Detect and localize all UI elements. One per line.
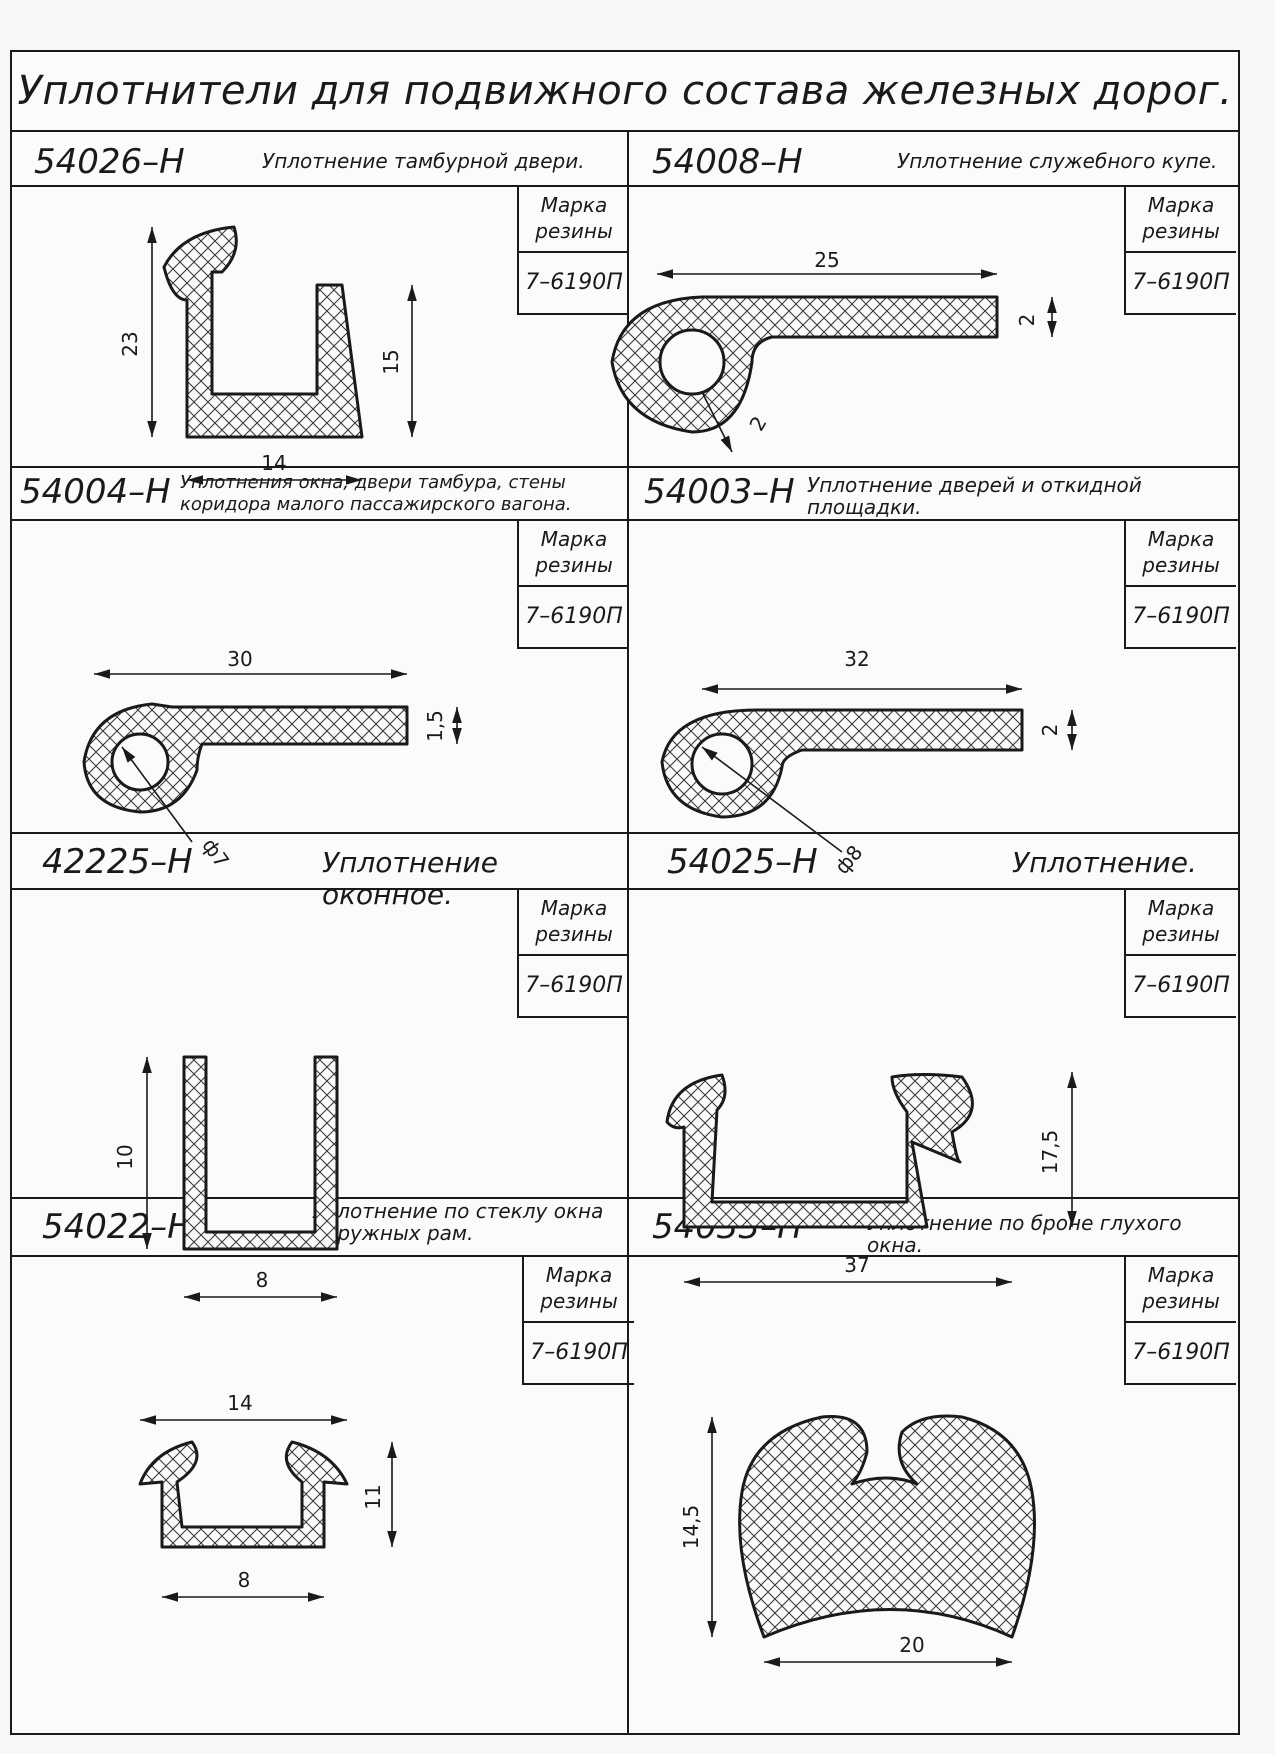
- grade-value: 7–6190П: [525, 973, 623, 998]
- sheet-title: Уплотнители для подвижного состава желез…: [12, 52, 1238, 132]
- dimension-value: 14,5: [679, 1505, 703, 1550]
- dimension-value: 2: [1015, 314, 1039, 327]
- profile-54026: [162, 225, 364, 439]
- dimension-line: [121, 746, 193, 843]
- panel-description: Уплотнение оконное.: [322, 846, 498, 911]
- grade-value: 7–6190П: [1132, 1340, 1230, 1365]
- dimension-value: 8: [256, 1268, 269, 1292]
- dimension-line: [701, 391, 733, 453]
- row-divider: [12, 519, 1238, 521]
- panel-description: Уплотнение служебного купе.: [897, 149, 1218, 173]
- panel-code: 54025–Н: [667, 842, 818, 882]
- grade-value: 7–6190П: [1132, 973, 1230, 998]
- profile-54008: [610, 295, 999, 434]
- profile-54004: [82, 702, 409, 814]
- grade-value: 7–6190П: [525, 270, 623, 295]
- panel-code: 54003–Н: [644, 472, 795, 512]
- dimension-value: 15: [379, 349, 403, 374]
- dimension-value: 11: [361, 1484, 385, 1509]
- dimension-value: 1,5: [423, 710, 447, 742]
- grade-value: 7–6190П: [530, 1340, 628, 1365]
- dimension-value: 37: [844, 1253, 869, 1277]
- row-divider: [12, 1255, 1238, 1257]
- dimension-value: 17,5: [1038, 1130, 1062, 1175]
- dimension-value: ф8: [830, 840, 868, 878]
- dimension-value: 32: [844, 647, 869, 671]
- grade-value: 7–6190П: [525, 604, 623, 629]
- panel-description: Уплотнение тамбурной двери.: [262, 149, 585, 173]
- profile-42225: [182, 1055, 339, 1251]
- dimension-value: 23: [118, 331, 142, 356]
- profile-drawings: 23 15 14 25 2 2 30 1,5 ф7 32 2 ф8 10 8 1…: [82, 225, 1077, 1667]
- dimension-value: 20: [899, 1633, 924, 1657]
- panel-code: 54008–Н: [652, 142, 803, 182]
- dimension-value: 2: [1038, 724, 1062, 737]
- panel-code: 54022–Н: [42, 1207, 193, 1247]
- row-divider: [12, 888, 1238, 890]
- panel-description: Уплотнение.: [1012, 846, 1197, 879]
- grade-value: 7–6190П: [1132, 270, 1230, 295]
- dimension-value: 2: [744, 412, 771, 435]
- panel-description: Уплотнение по стеклу окна наружных рам.: [312, 1199, 604, 1245]
- row-divider: [12, 1197, 1238, 1199]
- drawing-sheet: Уплотнители для подвижного состава желез…: [10, 50, 1240, 1735]
- dimension-value: 14: [261, 451, 286, 475]
- profile-54003: [660, 708, 1024, 819]
- dimension-value: 30: [227, 647, 252, 671]
- panel-code: 42225–Н: [42, 842, 193, 882]
- grade-value: 7–6190П: [1132, 604, 1230, 629]
- profile-54022: [138, 1440, 349, 1549]
- panel-code: 54026–Н: [34, 142, 185, 182]
- panel-description: Уплотнение по броне глухого окна.: [867, 1211, 1182, 1257]
- dimension-value: 8: [238, 1568, 251, 1592]
- panel-code: 54004–Н: [20, 472, 171, 512]
- profile-54025: [665, 1073, 974, 1229]
- dimension-line: [701, 746, 843, 853]
- profile-54033: [738, 1414, 1036, 1639]
- panel-description: Уплотнение дверей и откидной площадки.: [807, 473, 1142, 519]
- dimension-value: 25: [814, 248, 839, 272]
- column-divider: [627, 132, 629, 1735]
- row-divider: [12, 466, 1238, 468]
- dimension-value: ф7: [197, 834, 234, 872]
- row-divider: [12, 832, 1238, 834]
- row-divider: [12, 185, 1238, 187]
- dimension-value: 10: [113, 1144, 137, 1169]
- dimension-value: 14: [227, 1391, 252, 1415]
